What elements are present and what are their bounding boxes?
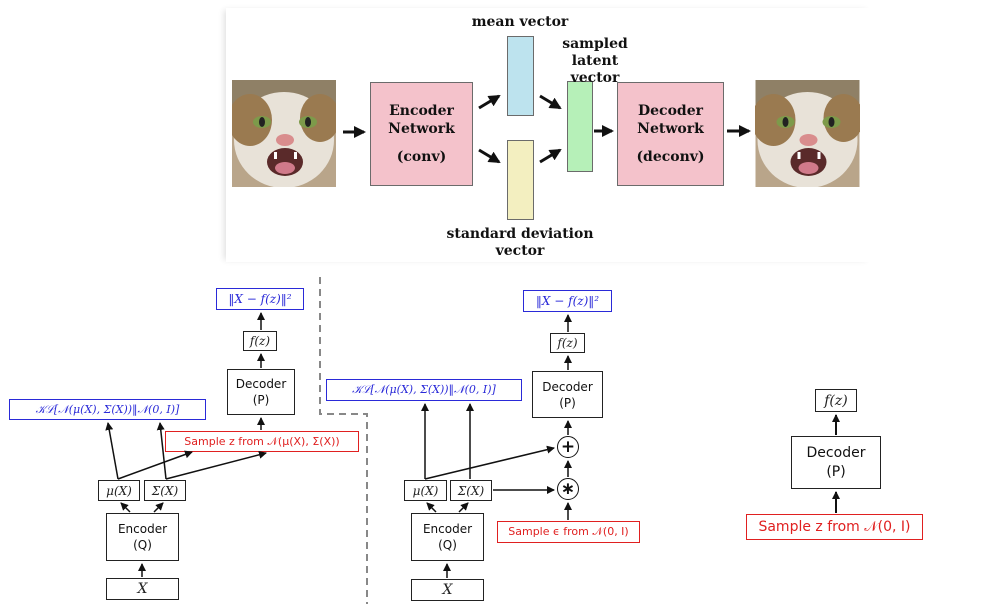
arrow-std-to-latent bbox=[539, 148, 562, 164]
middle-x-box: X bbox=[411, 579, 484, 601]
middle-loss-box: ‖X − f(z)‖² bbox=[523, 290, 612, 312]
sampled-latent-label: sampled latent vector bbox=[545, 36, 645, 87]
std-line1: standard deviation bbox=[446, 226, 594, 242]
middle-decoder-line1: Decoder bbox=[542, 379, 593, 394]
latent-vector-bar bbox=[567, 81, 593, 172]
sampled-line2: latent vector bbox=[570, 53, 620, 86]
middle-encoder-line2: (Q) bbox=[438, 538, 457, 552]
right-decoder-line1: Decoder bbox=[806, 444, 866, 461]
middle-decoder-box: Decoder (P) bbox=[532, 371, 603, 418]
decoder-line3: (deconv) bbox=[636, 149, 705, 165]
mean-vector-bar bbox=[507, 36, 534, 116]
arrow-encoder-to-mean bbox=[478, 94, 501, 110]
times-operator: ∗ bbox=[557, 478, 579, 500]
encoder-line3: (conv) bbox=[396, 149, 447, 165]
arrow-encoder-to-std bbox=[478, 148, 501, 164]
left-sample-box: Sample z from 𝒩(μ(X), Σ(X)) bbox=[165, 431, 359, 452]
middle-decoder-line2: (P) bbox=[559, 395, 576, 410]
middle-encoder-line1: Encoder bbox=[422, 522, 473, 536]
right-decoder-line2: (P) bbox=[826, 463, 846, 480]
sampled-line1: sampled bbox=[562, 36, 628, 52]
middle-encoder-to-sigma bbox=[458, 502, 469, 513]
output-cat-image bbox=[755, 80, 860, 187]
encoder-line1: Encoder bbox=[389, 103, 454, 119]
left-loss-box: ‖X − f(z)‖² bbox=[216, 288, 304, 310]
encoder-line2: Network bbox=[388, 121, 455, 137]
left-encoder-line1: Encoder bbox=[117, 522, 168, 536]
left-encoder-box: Encoder (Q) bbox=[106, 513, 179, 561]
decoder-network-box: Decoder Network (deconv) bbox=[617, 82, 724, 186]
left-mu-to-sample bbox=[117, 450, 193, 480]
middle-mu-box: μ(X) bbox=[404, 480, 447, 501]
left-encoder-to-sigma bbox=[153, 502, 164, 513]
middle-encoder-box: Encoder (Q) bbox=[411, 513, 484, 561]
left-decoder-line2: (P) bbox=[252, 393, 270, 407]
encoder-network-box: Encoder Network (conv) bbox=[370, 82, 473, 186]
left-fz-box: f(z) bbox=[243, 331, 277, 351]
std-vector-label: standard deviation vector bbox=[445, 226, 595, 260]
right-sample-box: Sample z from 𝒩(0, I) bbox=[746, 514, 923, 540]
decoder-line2: Network bbox=[637, 121, 704, 137]
left-sigma-to-kl bbox=[156, 422, 167, 480]
right-fz-box: f(z) bbox=[815, 389, 857, 412]
middle-sample-box: Sample ϵ from 𝒩(0, I) bbox=[497, 521, 640, 543]
middle-kl-box: 𝒦ℒ[𝒩(μ(X), Σ(X))‖𝒩(0, I)] bbox=[326, 379, 522, 401]
left-encoder-line2: (Q) bbox=[133, 538, 152, 552]
plus-operator: + bbox=[557, 436, 579, 458]
left-x-box: X bbox=[106, 578, 179, 600]
middle-encoder-to-mu bbox=[426, 502, 437, 513]
left-mu-box: μ(X) bbox=[98, 480, 140, 501]
input-cat-image bbox=[232, 80, 336, 187]
dashed-divider bbox=[319, 277, 368, 604]
left-decoder-box: Decoder (P) bbox=[227, 369, 295, 415]
middle-fz-box: f(z) bbox=[550, 333, 585, 353]
middle-mu-to-plus bbox=[424, 445, 555, 480]
left-sigma-to-sample bbox=[165, 450, 267, 480]
left-encoder-to-mu bbox=[120, 502, 131, 513]
left-decoder-line1: Decoder bbox=[235, 377, 287, 391]
arrow-mean-to-latent bbox=[539, 94, 562, 110]
mean-vector-label: mean vector bbox=[471, 14, 569, 30]
left-sigma-box: Σ(X) bbox=[144, 480, 186, 501]
middle-sigma-box: Σ(X) bbox=[450, 480, 492, 501]
std-vector-bar bbox=[507, 140, 534, 220]
decoder-line1: Decoder bbox=[638, 103, 703, 119]
left-mu-to-kl bbox=[105, 422, 119, 480]
left-kl-box: 𝒦ℒ[𝒩(μ(X), Σ(X))‖𝒩(0, I)] bbox=[9, 399, 206, 420]
std-line2: vector bbox=[495, 243, 545, 259]
right-decoder-box: Decoder (P) bbox=[791, 436, 881, 489]
